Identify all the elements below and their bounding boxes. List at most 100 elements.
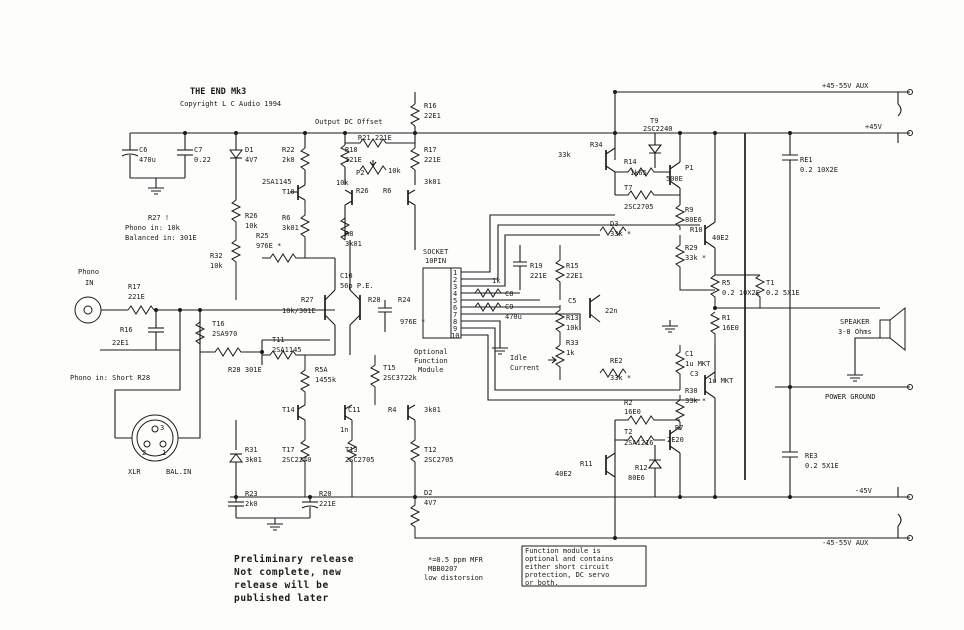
r27-note-1: R27 !: [148, 214, 169, 222]
r13-resistor: [554, 245, 566, 300]
svg-text:+45-55V AUX: +45-55V AUX: [822, 82, 869, 90]
r9-ref: R14: [624, 158, 637, 166]
svg-text:1k: 1k: [566, 349, 575, 357]
r30-ref: RE2: [610, 357, 623, 365]
svg-text:221E: 221E: [319, 500, 336, 508]
svg-text:-45V: -45V: [855, 487, 873, 495]
svg-text:SOCKET: SOCKET: [423, 248, 449, 256]
svg-text:1: 1: [162, 449, 166, 457]
positive-rail: +45V: [130, 123, 913, 136]
r31-resistor: [369, 355, 381, 405]
junction-dots: [183, 90, 792, 540]
r10-ref: T7: [624, 184, 632, 192]
r25-value: 976E *: [256, 242, 281, 250]
re1-resistor: [709, 274, 721, 308]
r11-resistor: [615, 415, 680, 425]
ground-symbol-4: [662, 320, 678, 333]
svg-text:40E2: 40E2: [712, 234, 729, 242]
t16-transistor: 2SA1145 T10: [262, 178, 306, 201]
svg-text:*=0.5 ppm MFR: *=0.5 ppm MFR: [428, 556, 484, 564]
svg-text:1u MKT: 1u MKT: [708, 377, 734, 385]
r3-resistor: [127, 305, 155, 315]
positive-aux-rail: +45-55V AUX: [615, 82, 913, 95]
phono-input-jack: Phono IN: [74, 268, 102, 324]
r14-ref: R13: [566, 314, 579, 322]
schematic-title: THE END Mk3: [190, 87, 246, 97]
r26-value: 10k: [245, 222, 258, 230]
c11-capacitor: R24 976E *: [378, 296, 425, 332]
svg-text:2SA970: 2SA970: [212, 330, 237, 338]
r34-resistor: [474, 302, 502, 312]
svg-text:4V7: 4V7: [245, 156, 258, 164]
svg-text:protection, DC servo: protection, DC servo: [525, 571, 609, 579]
svg-text:1: 1: [453, 269, 457, 277]
preliminary-note: Preliminary release Not complete, new re…: [234, 554, 353, 604]
r12-ref: T2: [624, 428, 632, 436]
r26-ref: R26: [245, 212, 258, 220]
svg-text:2SC2240: 2SC2240: [643, 125, 673, 133]
svg-text:MBB0207: MBB0207: [428, 565, 458, 573]
svg-text:R4: R4: [388, 406, 396, 414]
t5-transistor: P1 500E: [666, 161, 693, 189]
svg-text:22n: 22n: [605, 307, 618, 315]
svg-text:C11: C11: [348, 406, 361, 414]
svg-text:SPEAKER: SPEAKER: [840, 318, 870, 326]
svg-text:500E: 500E: [666, 175, 683, 183]
re3-value: 0.2 5X1E: [766, 289, 800, 297]
svg-text:P2: P2: [356, 169, 364, 177]
r26-r32-divider: [230, 199, 242, 300]
svg-text:XLR: XLR: [128, 468, 141, 476]
c9-capacitor: R20 221E: [301, 490, 336, 518]
r29-value: 33k *: [610, 230, 631, 238]
svg-text:221E: 221E: [424, 156, 441, 164]
svg-text:R17: R17: [424, 146, 437, 154]
svg-text:-45-55V AUX: -45-55V AUX: [822, 539, 869, 547]
svg-text:10k: 10k: [388, 167, 401, 175]
r27-note-2: Phono in: 10k: [125, 224, 181, 232]
r32-ref: R32: [210, 252, 223, 260]
r24-value: 2SA1145: [272, 346, 302, 354]
svg-text:BAL.IN: BAL.IN: [166, 468, 191, 476]
svg-text:C6: C6: [139, 146, 147, 154]
r7-value: 33k *: [685, 397, 706, 405]
svg-text:R7: R7: [675, 424, 683, 432]
d2-zener: R31 3k01: [229, 420, 262, 497]
ground-symbol-3: [492, 340, 508, 355]
r15-resistor: [409, 497, 615, 539]
svg-text:3k01: 3k01: [245, 456, 262, 464]
r31-value: 2SC3722k: [383, 374, 418, 382]
r4-value: 1455k: [315, 376, 337, 384]
svg-text:R18: R18: [345, 146, 358, 154]
svg-text:either short circuit: either short circuit: [525, 563, 609, 571]
t8-transistor: R11 40E2: [555, 452, 616, 478]
svg-text:C7: C7: [194, 146, 202, 154]
svg-text:3: 3: [453, 283, 457, 291]
svg-text:8: 8: [453, 318, 457, 326]
tolerance-note: *=0.5 ppm MFR MBB0207 low distorsion: [424, 556, 484, 582]
r2-value: 1u MKT: [685, 360, 711, 368]
r8-resistor: [339, 217, 351, 241]
t1-transistor: R10 40E2: [690, 221, 729, 249]
t7-transistor: R34 33k: [558, 141, 616, 173]
svg-text:10PIN: 10PIN: [425, 257, 446, 265]
p2-potentiometer: P2 10k: [356, 160, 401, 177]
svg-text:0.2 5X1E: 0.2 5X1E: [805, 462, 839, 470]
r19-ref: T12: [424, 446, 437, 454]
r5-value: 80E6: [685, 216, 702, 224]
r21-label: R21 221E: [358, 134, 392, 142]
svg-text:7: 7: [453, 311, 457, 319]
svg-text:D1: D1: [245, 146, 253, 154]
svg-text:R10: R10: [690, 226, 703, 234]
svg-text:22E1: 22E1: [424, 112, 441, 120]
c3-capacitor: RE3 0.2 5X1E: [782, 387, 839, 497]
svg-text:R28: R28: [368, 296, 381, 304]
t15-t14-diff-pair: R27 10k/301E R28 C10 56p P.E.: [282, 272, 381, 326]
svg-text:6: 6: [453, 304, 457, 312]
svg-text:2SA1145: 2SA1145: [262, 178, 292, 186]
r4-ref: R5A: [315, 366, 328, 374]
svg-text:2: 2: [453, 276, 457, 284]
svg-text:C3: C3: [690, 370, 698, 378]
t10-transistor: R6 3k01: [383, 178, 441, 206]
svg-text:976E *: 976E *: [400, 318, 425, 326]
r31-ref: T15: [383, 364, 396, 372]
